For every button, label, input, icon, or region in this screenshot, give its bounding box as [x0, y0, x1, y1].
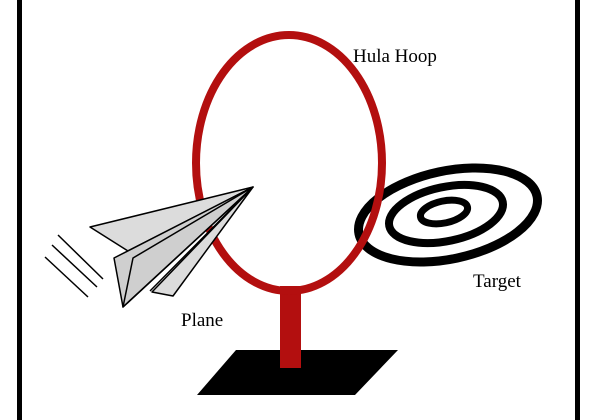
hula-hoop-label: Hula Hoop	[353, 46, 437, 67]
plane-label: Plane	[181, 310, 223, 331]
frame-left-border	[17, 0, 22, 420]
frame-right-border	[575, 0, 580, 420]
hoop-stand	[280, 286, 301, 368]
target-label: Target	[473, 271, 522, 292]
